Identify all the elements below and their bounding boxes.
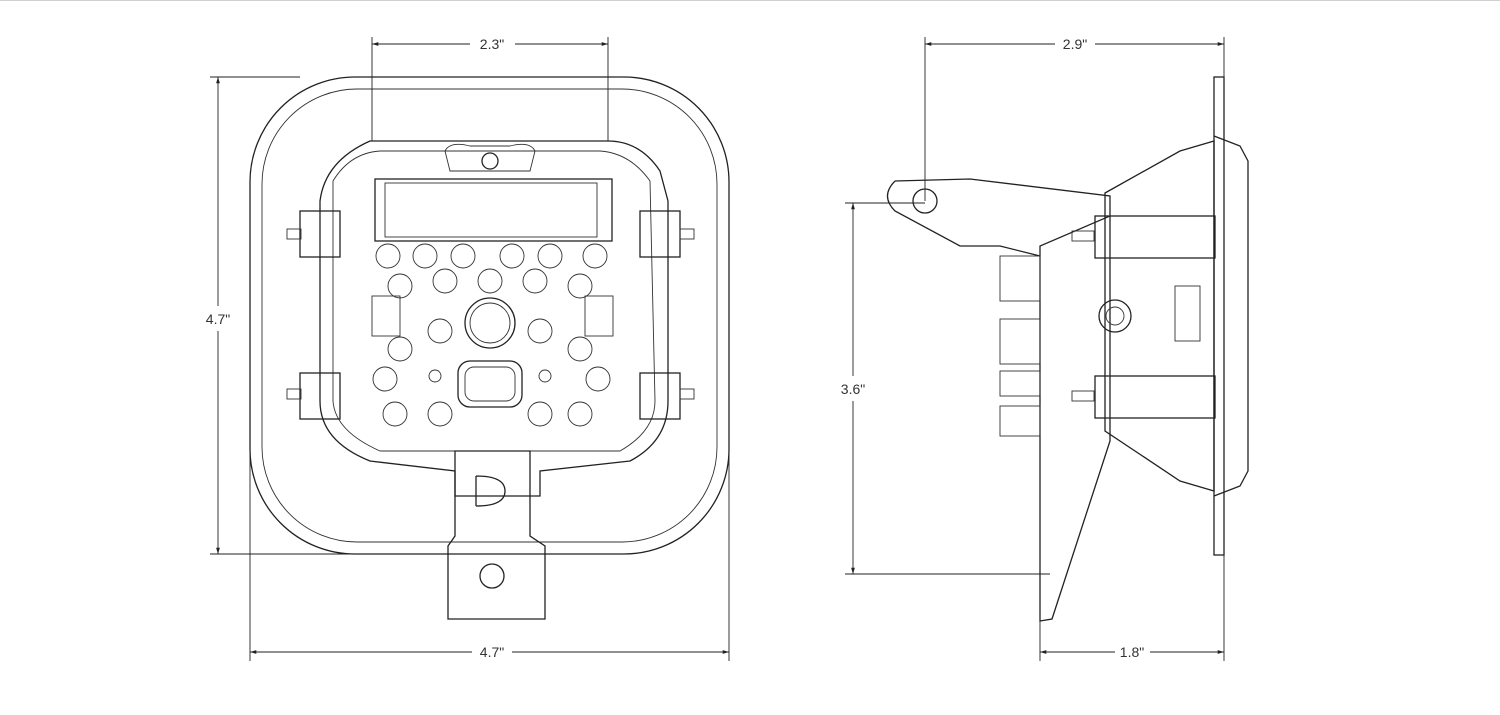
side-view xyxy=(886,76,1249,622)
dim-label-side-depth: 1.8" xyxy=(1120,644,1144,660)
led-array xyxy=(372,243,611,427)
housing xyxy=(319,140,669,497)
side-housing xyxy=(1104,140,1215,492)
side-flange xyxy=(1213,76,1225,556)
front-view xyxy=(249,76,730,620)
outer-flange xyxy=(249,76,730,555)
mount-bracket xyxy=(447,450,546,620)
dim-label-front-width: 4.7" xyxy=(480,644,504,660)
logo-d xyxy=(475,475,506,507)
dim-label-side-mount-height: 3.6" xyxy=(841,381,865,397)
dim-label-front-top-width: 2.3" xyxy=(480,36,504,52)
dimension-lines xyxy=(210,37,1225,661)
dim-label-front-height: 4.7" xyxy=(206,311,230,327)
top-bracket xyxy=(374,178,613,242)
dim-label-side-width: 2.9" xyxy=(1063,36,1087,52)
